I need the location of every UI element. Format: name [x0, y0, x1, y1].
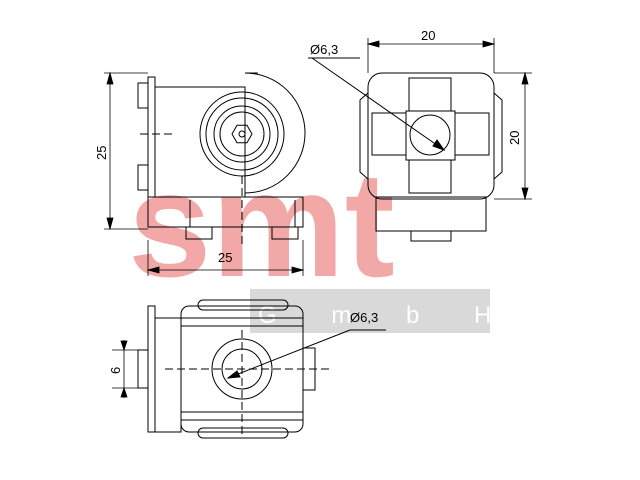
- front-bore: [409, 114, 451, 156]
- dim-side-width: 25: [218, 250, 232, 265]
- top-view: [137, 299, 386, 439]
- front-dimensions: [366, 38, 532, 201]
- cross-slot-right: [454, 112, 490, 156]
- front-body: [367, 72, 495, 200]
- side-tab-upper: [137, 82, 149, 109]
- top-dimensions: [112, 340, 138, 398]
- side-dimensions: [104, 71, 305, 276]
- top-tab: [137, 349, 149, 389]
- dim-front-height: 20: [507, 131, 522, 145]
- cross-slot-bottom: [408, 159, 452, 194]
- dim-side-height: 25: [94, 146, 109, 160]
- dim-top-bore: Ø6,3: [350, 310, 378, 325]
- side-foot-left: [185, 226, 213, 240]
- top-bore-outer: [211, 338, 273, 400]
- cross-slot-top: [408, 77, 452, 112]
- top-plate: [147, 305, 156, 433]
- side-bore-inner: [219, 111, 265, 157]
- watermark-logo: smt: [128, 140, 395, 308]
- dim-front-width: 20: [421, 28, 435, 43]
- watermark: smt G m b H: [128, 140, 491, 333]
- side-base: [147, 196, 304, 228]
- front-foot: [410, 230, 452, 242]
- hex-socket-icon: [231, 124, 253, 144]
- side-foot-right: [271, 226, 299, 240]
- side-view: [137, 72, 306, 248]
- front-view: [308, 57, 503, 242]
- side-tab-lower: [137, 164, 149, 191]
- dim-front-bore: Ø6,3: [310, 42, 338, 57]
- dim-top-slot: 6: [108, 367, 123, 374]
- side-cap-outer: [244, 72, 306, 194]
